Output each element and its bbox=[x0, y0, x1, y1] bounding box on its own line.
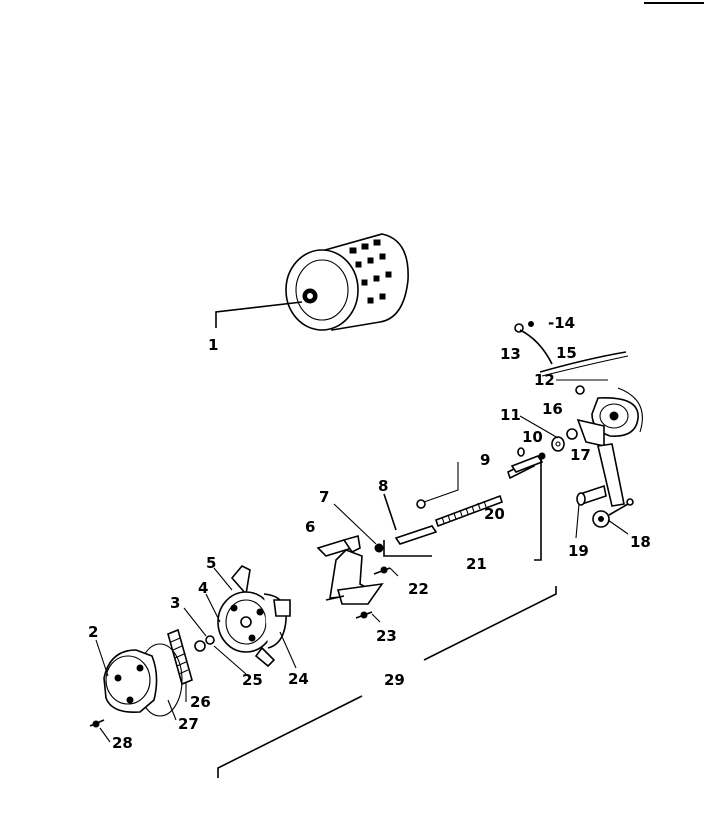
part-pump-housing bbox=[217, 565, 291, 668]
callout-3: 3 bbox=[170, 594, 180, 612]
callout-29: 29 bbox=[384, 671, 405, 689]
leader-8 bbox=[383, 493, 397, 531]
leader-5 bbox=[213, 567, 233, 591]
part-16-washer bbox=[566, 428, 578, 440]
part-wire-bracket bbox=[514, 321, 629, 377]
bracket-10 bbox=[534, 454, 542, 561]
part-28-screw bbox=[89, 719, 105, 728]
callout-18: 18 bbox=[630, 533, 651, 551]
callout-23: 23 bbox=[376, 627, 397, 645]
callout-15: 15 bbox=[556, 344, 577, 362]
callout-19: 19 bbox=[568, 542, 589, 560]
part-11-nut bbox=[551, 436, 565, 452]
callout-24: 24 bbox=[288, 670, 309, 688]
bracket-21 bbox=[383, 540, 432, 557]
leader-4 bbox=[205, 593, 221, 623]
callout-8: 8 bbox=[378, 477, 388, 495]
leader-9 bbox=[423, 462, 459, 503]
leader-2 bbox=[95, 639, 109, 677]
leader-22 bbox=[389, 567, 399, 577]
callout-27: 27 bbox=[178, 715, 199, 733]
part-18-washer bbox=[592, 498, 634, 528]
callout-9: 9 bbox=[480, 451, 490, 469]
part-impeller bbox=[167, 628, 215, 686]
bracket-29-lower bbox=[217, 695, 363, 778]
callout-16: 16 bbox=[542, 400, 563, 418]
part-19-bolt bbox=[576, 484, 607, 506]
leader-27 bbox=[167, 699, 177, 721]
callout-1: 1 bbox=[208, 336, 218, 354]
callout-22: 22 bbox=[408, 580, 429, 598]
callout-5: 5 bbox=[206, 554, 216, 572]
bracket-29 bbox=[423, 586, 557, 661]
callout-26: 26 bbox=[190, 693, 211, 711]
leader-19 bbox=[575, 503, 580, 539]
callout-17: 17 bbox=[570, 446, 591, 464]
part-shafts bbox=[394, 447, 546, 545]
callout-13: 13 bbox=[500, 345, 521, 363]
callout-12: 12 bbox=[534, 371, 555, 389]
part-2-cover bbox=[103, 649, 158, 714]
callout-10: 10 bbox=[522, 428, 543, 446]
part-lever-bracket bbox=[316, 534, 391, 619]
leader-7 bbox=[333, 503, 377, 545]
part-brace-assembly bbox=[575, 385, 643, 507]
leader-1 bbox=[215, 301, 303, 328]
callout-25: 25 bbox=[242, 671, 263, 689]
leader-23 bbox=[371, 613, 381, 623]
callout-21: 21 bbox=[466, 555, 487, 573]
part-motor bbox=[285, 233, 409, 331]
callout-28: 28 bbox=[112, 734, 133, 752]
leader-25 bbox=[213, 645, 247, 675]
callout-11: 11 bbox=[500, 406, 521, 424]
callout-2: 2 bbox=[88, 623, 98, 641]
leader-18 bbox=[607, 519, 629, 535]
callout-7: 7 bbox=[319, 488, 329, 506]
callout-14: -14 bbox=[548, 314, 575, 332]
leader-24 bbox=[279, 631, 297, 669]
callout-20: 20 bbox=[484, 505, 505, 523]
leader-28 bbox=[99, 727, 111, 743]
callout-6: 6 bbox=[305, 518, 315, 536]
callout-4: 4 bbox=[198, 579, 208, 597]
leader-11 bbox=[519, 415, 559, 439]
leader-3 bbox=[183, 607, 207, 637]
